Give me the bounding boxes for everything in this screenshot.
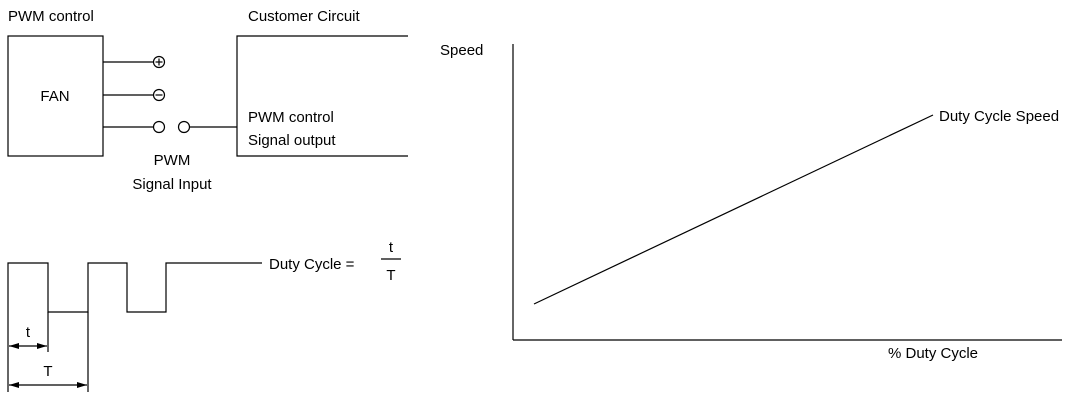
signal-output-label: Signal output <box>248 132 336 149</box>
pwm-control-output-label: PWM control <box>248 109 334 126</box>
pwm-waveform <box>7 262 262 340</box>
duty-cycle-speed-label: Duty Cycle Speed <box>939 108 1059 125</box>
fan-box <box>7 35 104 157</box>
pwm-label: PWM <box>154 152 191 169</box>
x-axis-label: % Duty Cycle <box>888 345 978 362</box>
fraction-denominator: T <box>386 267 395 284</box>
duty-cycle-label: Duty Cycle = <box>269 256 355 273</box>
pwm-control-title: PWM control <box>8 8 94 25</box>
signal-input-terminal-icon <box>152 120 166 134</box>
customer-circuit-title: Customer Circuit <box>248 8 361 25</box>
y-axis-label: Speed <box>440 42 483 59</box>
fraction-numerator: t <box>389 239 394 256</box>
plus-terminal-icon <box>152 55 166 69</box>
signal-input-label: Signal Input <box>132 176 212 193</box>
minus-terminal-icon <box>152 88 166 102</box>
customer-circuit-box <box>236 35 408 157</box>
duty-cycle-speed-line <box>533 114 934 305</box>
t-dimension-label: t <box>26 324 31 341</box>
T-dimension-label: T <box>43 363 52 380</box>
fan-label: FAN <box>40 88 69 105</box>
signal-output-terminal-icon <box>177 120 191 134</box>
